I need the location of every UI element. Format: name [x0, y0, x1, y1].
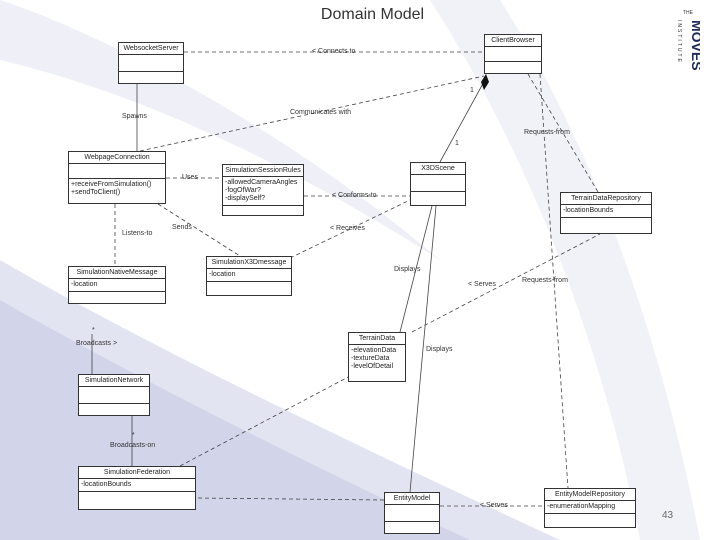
relation-label: Displays [394, 266, 421, 273]
multiplicity-label: 1 [470, 87, 474, 94]
relation-label: Requests-from [522, 277, 568, 284]
attribute: -textureData [351, 355, 390, 362]
relation-label: < Serves [468, 281, 496, 288]
class-terrain-data: TerrainData -elevationData -textureData … [348, 332, 406, 382]
attribute: -location [209, 271, 236, 278]
class-name: SimulationNetwork [79, 375, 149, 387]
slide-title: Domain Model [320, 6, 425, 23]
class-simulation-x3d-message: SimulationX3Dmessage -location [206, 256, 292, 296]
operation: +receiveFromSimulation() [71, 181, 152, 188]
relation-label: < Conforms-to [332, 192, 377, 199]
logo-sub-text: INSTITUTE [676, 20, 682, 64]
class-name: X3DScene [411, 163, 465, 175]
relation-label: Sends [172, 224, 192, 231]
class-name: TerrainDataRepository [561, 193, 651, 205]
relation-label: Uses [182, 174, 198, 181]
attribute: -fogOfWar? [225, 187, 261, 194]
multiplicity-label: * [132, 432, 135, 439]
relation-label: Displays [426, 346, 453, 353]
logo-small-text: THE [683, 10, 694, 16]
relation-label: Broadcasts-on [110, 442, 156, 449]
multiplicity-label: 1 [455, 140, 459, 147]
class-websocket-server: WebsocketServer [118, 42, 184, 84]
class-simulation-network: SimulationNetwork [78, 374, 150, 416]
relation-label: Communicates with [290, 109, 352, 116]
relation-label: Listens-to [122, 230, 153, 237]
attribute: -allowedCameraAngles [225, 179, 298, 186]
class-name: SimulationX3Dmessage [207, 257, 291, 269]
class-client-browser: ClientBrowser [484, 34, 542, 74]
class-terrain-data-repository: TerrainDataRepository -locationBounds [560, 192, 652, 234]
class-webpage-connection: WebpageConnection +receiveFromSimulation… [68, 151, 166, 204]
attribute: -locationBounds [81, 481, 132, 488]
attribute: -displaySelf? [225, 195, 266, 202]
class-simulation-native-message: SimulationNativeMessage -location [68, 266, 166, 304]
class-name: SimulationSessionRules [223, 165, 303, 177]
moves-institute-logo: THE MOVES INSTITUTE [676, 10, 700, 71]
class-name: SimulationFederation [79, 467, 195, 479]
class-entity-model-repository: EntityModelRepository -enumerationMappin… [544, 488, 636, 528]
relation-label: < Receives [330, 225, 365, 232]
attribute: -location [71, 281, 98, 288]
class-entity-model: EntityModel [384, 492, 440, 534]
class-name: EntityModelRepository [545, 489, 635, 501]
relation-label: Requests-from [524, 129, 570, 136]
relation-label: < Connects to [312, 48, 356, 55]
attribute: -locationBounds [563, 207, 614, 214]
attribute: -levelOfDetail [351, 363, 394, 370]
class-simulation-federation: SimulationFederation -locationBounds [78, 466, 196, 510]
class-name: ClientBrowser [485, 35, 541, 47]
attribute: -enumerationMapping [547, 503, 616, 510]
relation-label: Spawns [122, 113, 147, 120]
operation: +sendToClient() [71, 189, 121, 196]
logo-brand-text: MOVES [689, 20, 700, 71]
class-x3d-scene: X3DScene [410, 162, 466, 206]
class-name: TerrainData [349, 333, 405, 345]
class-name: WebsocketServer [119, 43, 183, 55]
relation-label: Broadcasts > [76, 340, 118, 347]
class-name: SimulationNativeMessage [69, 267, 165, 279]
page-number: 43 [662, 510, 674, 521]
class-name: EntityModel [385, 493, 439, 505]
class-name: WebpageConnection [69, 152, 165, 164]
multiplicity-label: * [92, 327, 95, 334]
class-simulation-session-rules: SimulationSessionRules -allowedCameraAng… [222, 164, 304, 216]
relation-label: < Serves [480, 502, 508, 509]
attribute: -elevationData [351, 347, 397, 354]
